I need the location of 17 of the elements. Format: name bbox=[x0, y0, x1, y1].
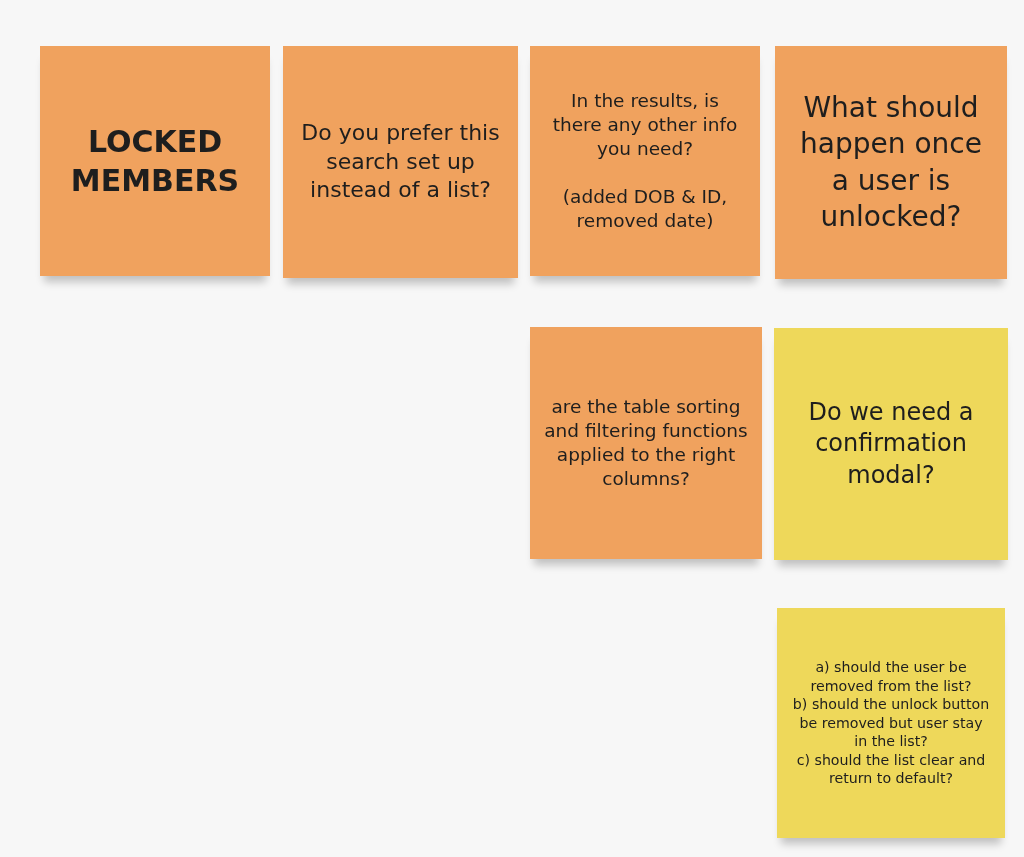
note-text: In the results, is there any other info you need? bbox=[551, 88, 739, 161]
sticky-note bbox=[777, 608, 1005, 838]
sticky-note bbox=[40, 46, 270, 276]
note-text: c) should the list clear and return to default? bbox=[795, 750, 987, 788]
note-text: LOCKED MEMBERS bbox=[69, 123, 241, 200]
note-text: Do we need a confirmation modal? bbox=[807, 397, 975, 491]
note-text: (added DOB & ID, removed date) bbox=[561, 185, 729, 234]
note-text: Do you prefer this search set up instead of a list? bbox=[300, 119, 501, 205]
sticky-note bbox=[530, 46, 760, 276]
note-text: What should happen once a user is unlocked? bbox=[799, 89, 983, 235]
note-text: a) should the user be removed from the list? bbox=[809, 658, 973, 696]
note-text: are the table sorting and filtering functions applied to the right columns? bbox=[544, 394, 748, 492]
sticky-note bbox=[283, 46, 518, 278]
sticky-note bbox=[774, 328, 1008, 560]
sticky-note bbox=[775, 46, 1007, 279]
note-text: b) should the unlock button be removed but user stay in the list? bbox=[791, 695, 991, 751]
sticky-note bbox=[530, 327, 762, 559]
